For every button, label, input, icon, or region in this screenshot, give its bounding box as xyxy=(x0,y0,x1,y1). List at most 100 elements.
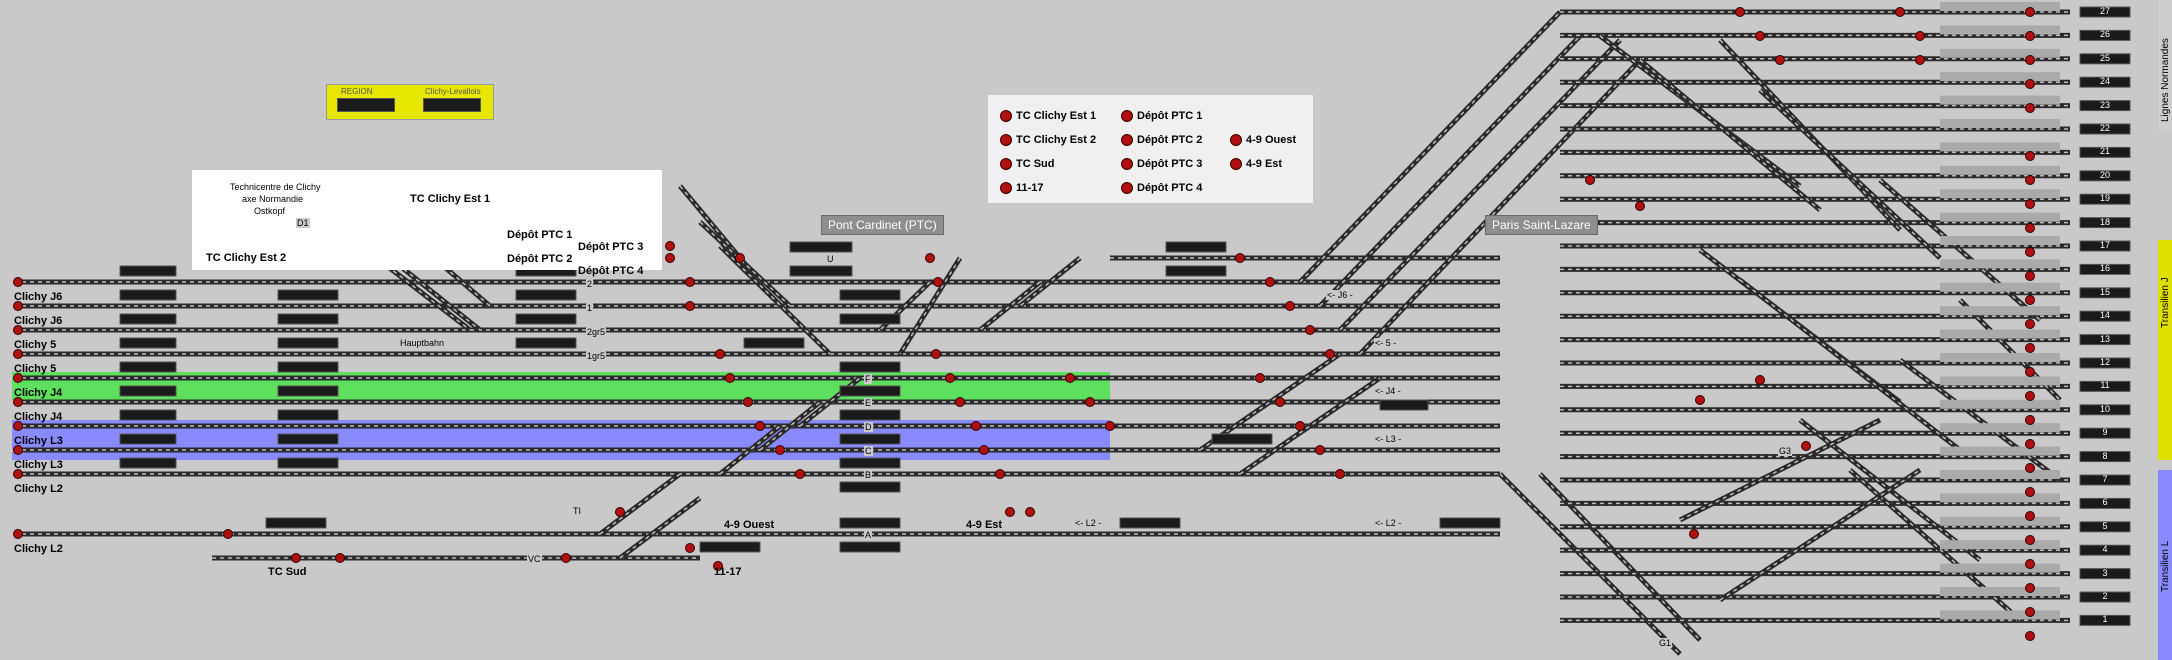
legend-label: 4-9 Ouest xyxy=(1246,134,1297,146)
signal-icon xyxy=(685,301,695,311)
signal-icon xyxy=(13,325,23,335)
left-track-clichy-l2-b: Clichy L2 xyxy=(14,543,63,555)
signal-icon xyxy=(2025,103,2035,113)
tc-clichy-est1-label[interactable]: TC Clichy Est 1 xyxy=(410,193,491,205)
signal-icon xyxy=(1335,469,1345,479)
platform-shade xyxy=(1940,142,2060,152)
platform-number: 2 xyxy=(2102,591,2108,601)
platform-shade xyxy=(1940,72,2060,82)
signal-icon xyxy=(2025,415,2035,425)
track-segment-inner xyxy=(1499,473,1681,655)
track-display xyxy=(277,409,339,421)
signal-icon xyxy=(2025,79,2035,89)
track-segment xyxy=(1718,467,1922,603)
platform-shade xyxy=(1940,259,2060,269)
depot-ptc4-label[interactable]: Dépôt PTC 4 xyxy=(578,265,644,277)
platform-number: 19 xyxy=(2099,193,2110,204)
track-display xyxy=(2079,380,2131,392)
track-display xyxy=(277,289,339,301)
track-display xyxy=(2079,544,2131,556)
left-track-clichy-j6-b: Clichy J6 xyxy=(14,315,63,327)
signal-icon xyxy=(13,373,23,383)
platform-shade xyxy=(1940,610,2060,620)
signal-icon xyxy=(685,277,695,287)
signal-icon xyxy=(13,277,23,287)
signal-icon xyxy=(995,469,1005,479)
platform-number: 4 xyxy=(2102,544,2108,555)
signal-icon xyxy=(971,421,981,431)
platform-shade xyxy=(1940,587,2060,596)
track-display xyxy=(2079,123,2131,135)
track-segment-inner xyxy=(719,245,831,355)
track-display xyxy=(119,337,177,349)
signal-icon xyxy=(775,445,785,455)
legend-item-tc-sud[interactable]: TC Sud xyxy=(1000,158,1055,171)
platform-number: 26 xyxy=(2099,29,2110,40)
signal-icon xyxy=(665,241,675,251)
legend-item-49-est[interactable]: 4-9 Est xyxy=(1230,158,1282,171)
track-display xyxy=(119,385,177,397)
platform-shade xyxy=(1940,236,2060,245)
depot-ptc1-label[interactable]: Dépôt PTC 1 xyxy=(507,229,573,241)
technicentre-line2: axe Normandie xyxy=(242,194,304,204)
legend-item-depot4[interactable]: Dépôt PTC 4 xyxy=(1121,182,1202,195)
signal-icon xyxy=(1915,55,1925,65)
legend-item-49-ouest[interactable]: 4-9 Ouest xyxy=(1230,134,1297,147)
track-display xyxy=(2079,170,2131,182)
legend-item-depot3[interactable]: Dépôt PTC 3 xyxy=(1121,158,1202,171)
signal-icon xyxy=(1735,7,1745,17)
track-display xyxy=(1439,517,1501,529)
legend-item-depot2[interactable]: Dépôt PTC 2 xyxy=(1121,134,1202,147)
depot-ptc2-label[interactable]: Dépôt PTC 2 xyxy=(507,253,573,265)
signal-icon xyxy=(223,529,233,539)
track-label-c: C xyxy=(864,446,873,456)
platform-shade xyxy=(1940,563,2060,573)
track-segment-inner xyxy=(979,281,1041,331)
depot-ptc3-label[interactable]: Dépôt PTC 3 xyxy=(578,241,644,253)
platform-shade xyxy=(1940,329,2060,339)
signal-icon xyxy=(735,253,745,263)
signal-icon xyxy=(335,553,345,563)
track-segment-inner xyxy=(619,497,701,559)
track-display xyxy=(2079,310,2131,322)
track-display xyxy=(2079,357,2131,369)
signal-icon xyxy=(2025,199,2035,209)
track-label-f: F xyxy=(864,374,872,384)
legend-item-11-17[interactable]: 11-17 xyxy=(1000,182,1044,195)
label-11-17[interactable]: 11-17 xyxy=(714,566,742,578)
signal-icon xyxy=(1635,201,1645,211)
band-transilien-l xyxy=(2158,470,2172,660)
signal-icon xyxy=(1265,277,1275,287)
left-track-clichy-5-b: Clichy 5 xyxy=(14,363,57,375)
legend-label: TC Clichy Est 2 xyxy=(1016,134,1097,146)
track-label-5: <- 5 - xyxy=(1374,338,1398,348)
track-display xyxy=(839,385,901,397)
ouest-49-label[interactable]: 4-9 Ouest xyxy=(724,519,775,531)
left-track-clichy-j4-a: Clichy J4 xyxy=(14,387,63,399)
signal-icon xyxy=(665,253,675,263)
track-display xyxy=(2079,240,2131,252)
left-track-clichy-l2-a: Clichy L2 xyxy=(14,483,63,495)
signal-icon xyxy=(13,445,23,455)
track-display xyxy=(839,481,901,493)
track-segment-inner xyxy=(1899,359,2061,481)
signal-icon xyxy=(13,529,23,539)
platform-number: 14 xyxy=(2099,310,2110,321)
platform-number: 10 xyxy=(2099,403,2110,414)
legend-item-tc-est1[interactable]: TC Clichy Est 1 xyxy=(1000,110,1096,123)
track-display xyxy=(119,433,177,445)
track-display xyxy=(277,433,339,445)
tc-sud-label[interactable]: TC Sud xyxy=(268,566,307,578)
platform-number: 24 xyxy=(2099,76,2110,87)
track-display xyxy=(2079,521,2131,533)
signal-icon xyxy=(725,373,735,383)
legend-item-depot1[interactable]: Dépôt PTC 1 xyxy=(1121,110,1202,123)
signal-icon xyxy=(2025,175,2035,185)
est-49-label[interactable]: 4-9 Est xyxy=(966,519,1003,531)
platform-number: 7 xyxy=(2102,474,2108,484)
tc-clichy-est2-label[interactable]: TC Clichy Est 2 xyxy=(206,252,287,264)
track-label-j6: <- J6 - xyxy=(1326,290,1354,300)
signal-icon xyxy=(13,301,23,311)
legend-item-tc-est2[interactable]: TC Clichy Est 2 xyxy=(1000,134,1097,147)
signal-icon xyxy=(2025,295,2035,305)
